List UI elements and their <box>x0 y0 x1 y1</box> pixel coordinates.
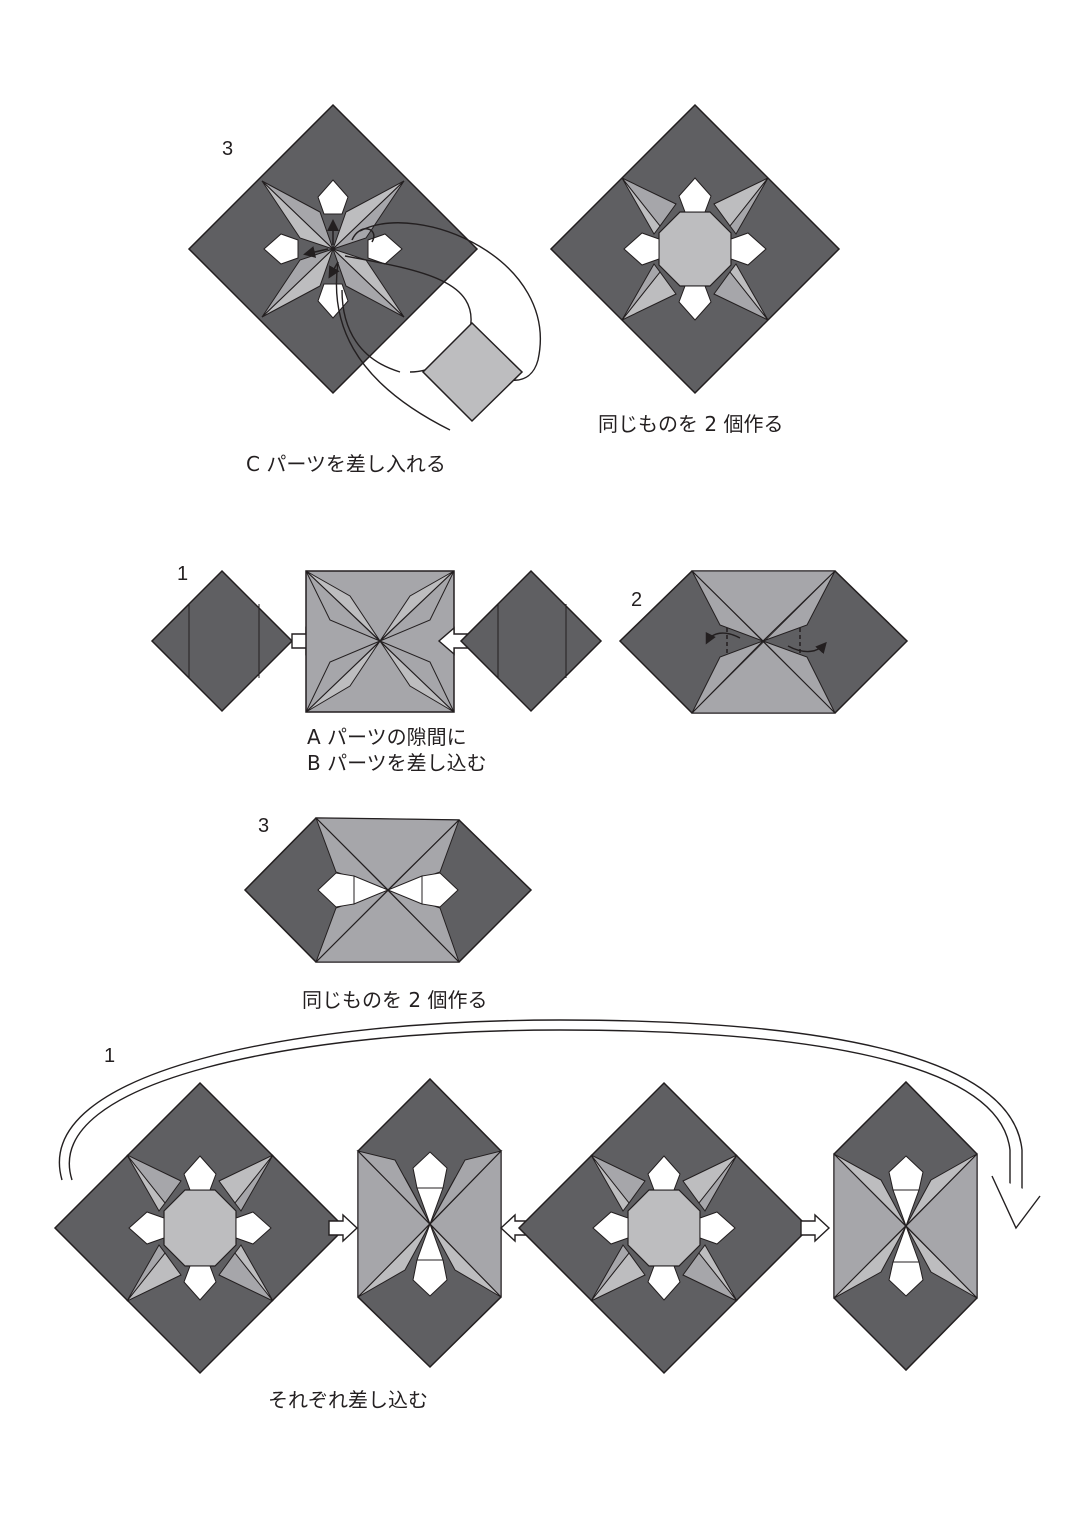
s1-octagon-center <box>658 211 732 287</box>
s4-arrow-3 <box>800 1213 831 1243</box>
s4-module-2 <box>356 1077 503 1369</box>
s2-a-part-square <box>305 570 455 713</box>
s1-assembly-diagram <box>187 103 541 431</box>
s2-fold-arrow-right <box>787 641 827 655</box>
s4-step-number: 1 <box>104 1045 116 1067</box>
s4-module-1 <box>53 1081 347 1375</box>
s2-arrow-left <box>437 626 469 656</box>
s2-fold-arrow-left <box>705 631 741 645</box>
s4-module-3 <box>517 1081 811 1375</box>
s1-caption-make2: 同じものを 2 個作る <box>598 412 784 436</box>
s1-insertion-arrows <box>303 219 375 279</box>
s1-c-part-square <box>421 321 524 423</box>
s2-caption-line2: B パーツを差し込む <box>307 751 487 775</box>
s2-caption-line1: A パーツの隙間に <box>307 725 467 749</box>
s4-arrow-1 <box>328 1213 359 1243</box>
s2-step1-number: 1 <box>177 563 189 585</box>
s1-step-number: 3 <box>222 138 234 160</box>
s2-b-part-right <box>459 569 603 713</box>
s3-hex-module <box>243 817 533 963</box>
s2-b-part-left <box>150 569 294 713</box>
s3-caption: 同じものを 2 個作る <box>302 988 488 1012</box>
s2-step2-number: 2 <box>631 589 643 611</box>
s4-module-4 <box>833 1080 978 1372</box>
s2-step2-diagram <box>618 570 909 714</box>
s4-caption: それぞれ差し込む <box>268 1388 428 1412</box>
s1-star-module <box>261 180 405 318</box>
s1-white-notches <box>263 179 403 319</box>
s4-loop-arrow <box>58 1019 1041 1230</box>
s1-caption-insert: C パーツを差し入れる <box>246 452 446 476</box>
s3-step-number: 3 <box>258 815 270 837</box>
s1-finished-module <box>549 103 841 395</box>
